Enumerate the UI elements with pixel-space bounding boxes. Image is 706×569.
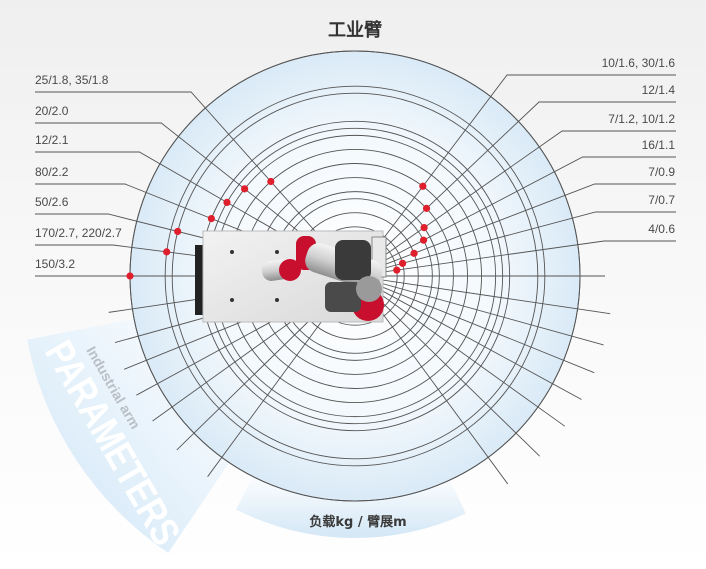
spec-leader-line [354,211,676,277]
spec-dot [422,204,431,212]
spec-label: 150/3.2 [35,257,75,271]
spec-label: 80/2.2 [35,165,69,179]
spec-dot [223,198,231,206]
spec-dot [126,272,134,280]
spec-dot [393,266,401,274]
spec-leader-line [354,74,676,277]
robot-shoulder [335,240,371,280]
spec-leader-line [354,240,676,277]
spec-leader-line [35,122,356,277]
mounting-hole [275,298,279,302]
spec-label: 12/1.4 [642,83,676,97]
spec-label: 20/2.0 [35,104,69,118]
spec-label: 170/2.7, 220/2.7 [35,226,122,240]
spec-labels: 25/1.8, 35/1.8 20/2.0 12/2.1 80/2.2 50/2.6 17… [35,56,675,271]
robot-joint [279,259,301,281]
mounting-hole [230,298,234,302]
decorative-spoke [354,275,540,457]
spec-label: 10/1.6, 30/1.6 [602,56,676,70]
decorative-spoke [354,275,604,346]
spec-label: 50/2.6 [35,195,69,209]
spec-label: 7/0.9 [648,165,675,179]
spec-leader-line [354,183,676,277]
spec-dot [398,259,407,267]
spec-dot [419,182,427,190]
spec-leader-line [354,101,676,277]
spec-label: 7/0.7 [648,193,675,207]
diagram-title: 工业臂 [328,19,382,41]
decorative-spoke [354,275,611,315]
spec-leader-line [35,91,356,277]
spec-dot [241,185,249,193]
spec-dot [174,227,182,236]
spec-leader-line [354,156,676,277]
robot-base [325,282,361,312]
spec-dot [267,177,275,186]
spec-dot [410,249,418,257]
mounting-hole [230,250,234,254]
decorative-spoke [354,275,566,427]
spec-label: 7/1.2, 10/1.2 [608,112,675,126]
decorative-spoke [354,275,582,400]
spec-dot [207,214,215,223]
spec-label: 4/0.6 [648,222,675,236]
spec-dot [163,248,171,256]
spec-label: 16/1.1 [642,138,676,152]
robot-base-cap [356,276,382,302]
spec-label: 25/1.8, 35/1.8 [35,73,109,87]
mounting-hole [275,250,279,254]
spec-label: 12/2.1 [35,133,69,147]
spec-dots [126,177,431,280]
spec-dot [420,224,428,232]
decorative-spoke [354,275,595,374]
axis-caption: 负载kg / 臂展m [309,514,406,530]
parameters-banner [27,317,232,553]
spec-dot [419,236,428,244]
robot-image [195,230,387,323]
robot-connector [195,245,205,315]
